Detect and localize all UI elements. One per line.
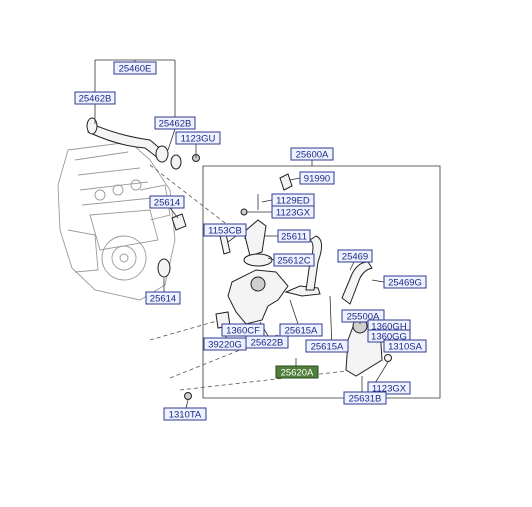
assembly-outline [202, 165, 441, 399]
label-25615a-right[interactable]: 25615A [305, 339, 349, 353]
label-25462b-right[interactable]: 25462B [154, 116, 196, 130]
label-1123gx-bottom-text: 1123GX [372, 384, 407, 395]
label-25614-top-text: 25614 [154, 198, 180, 209]
label-25612c[interactable]: 25612C [273, 253, 315, 267]
label-25462b-right-text: 25462B [159, 119, 192, 130]
label-25469[interactable]: 25469 [337, 249, 373, 263]
label-1310sa[interactable]: 1310SA [383, 339, 427, 353]
label-91990[interactable]: 91990 [299, 171, 335, 185]
guide-line-3 [179, 369, 356, 391]
label-25614-bottom[interactable]: 25614 [145, 291, 181, 305]
part-25614-illustration [157, 213, 187, 278]
label-25620a-text: 25620A [281, 368, 314, 379]
label-91990-text: 91990 [304, 174, 330, 185]
guide-line-4 [149, 319, 221, 341]
label-1360gh-text: 1360GH [371, 322, 407, 333]
label-1129ed-text: 1129ED [276, 196, 310, 207]
label-25500a-text: 25500A [347, 312, 380, 323]
label-25620a[interactable]: 25620A [275, 365, 319, 379]
label-25469g-text: 25469G [388, 278, 422, 289]
label-25600a-text: 25600A [296, 150, 329, 161]
label-1123gu-text: 1123GU [181, 134, 216, 145]
label-25462b-left[interactable]: 25462B [74, 91, 116, 105]
label-25615a-right-text: 25615A [311, 342, 344, 353]
label-25614-bottom-text: 25614 [150, 294, 176, 305]
label-1360cf[interactable]: 1360CF [221, 323, 265, 337]
label-1153cb-text: 1153CB [208, 226, 242, 237]
label-39220g[interactable]: 39220G [203, 337, 247, 351]
label-25622b-text: 25622B [251, 338, 284, 349]
label-1310ta-text: 1310TA [169, 410, 202, 421]
label-1123gu[interactable]: 1123GU [175, 131, 221, 145]
label-25612c-text: 25612C [277, 256, 310, 267]
label-25500a[interactable]: 25500A [341, 309, 385, 323]
label-25600a[interactable]: 25600A [290, 147, 334, 161]
label-25615a-left-text: 25615A [285, 326, 318, 337]
label-1310sa-text: 1310SA [388, 342, 422, 353]
label-1123gx-top[interactable]: 1123GX [271, 205, 315, 219]
label-25622b[interactable]: 25622B [245, 335, 289, 349]
label-25614-top[interactable]: 25614 [149, 195, 185, 209]
label-25460e[interactable]: 25460E [113, 61, 157, 75]
label-25611[interactable]: 25611 [277, 229, 311, 243]
engine-block-illustration [57, 141, 176, 301]
label-1310ta[interactable]: 1310TA [163, 407, 207, 421]
label-25631b-text: 25631B [349, 394, 382, 405]
hose-25460e-illustration [86, 117, 200, 170]
label-1123gx-bottom[interactable]: 1123GX [367, 381, 411, 395]
label-39220g-text: 39220G [208, 340, 242, 351]
label-25615a-left[interactable]: 25615A [279, 323, 323, 337]
label-1360cf-text: 1360CF [226, 326, 260, 337]
label-25469g[interactable]: 25469G [383, 275, 427, 289]
label-25469-text: 25469 [342, 252, 368, 263]
label-25460e-text: 25460E [119, 64, 152, 75]
label-1360gg-text: 1360GG [371, 332, 407, 343]
label-25462b-left-text: 25462B [79, 94, 112, 105]
label-25631b[interactable]: 25631B [343, 391, 387, 405]
label-1123gx-top-text: 1123GX [276, 208, 311, 219]
label-1153cb[interactable]: 1153CB [203, 223, 247, 237]
label-25611-text: 25611 [281, 232, 307, 243]
label-1129ed[interactable]: 1129ED [271, 193, 315, 207]
